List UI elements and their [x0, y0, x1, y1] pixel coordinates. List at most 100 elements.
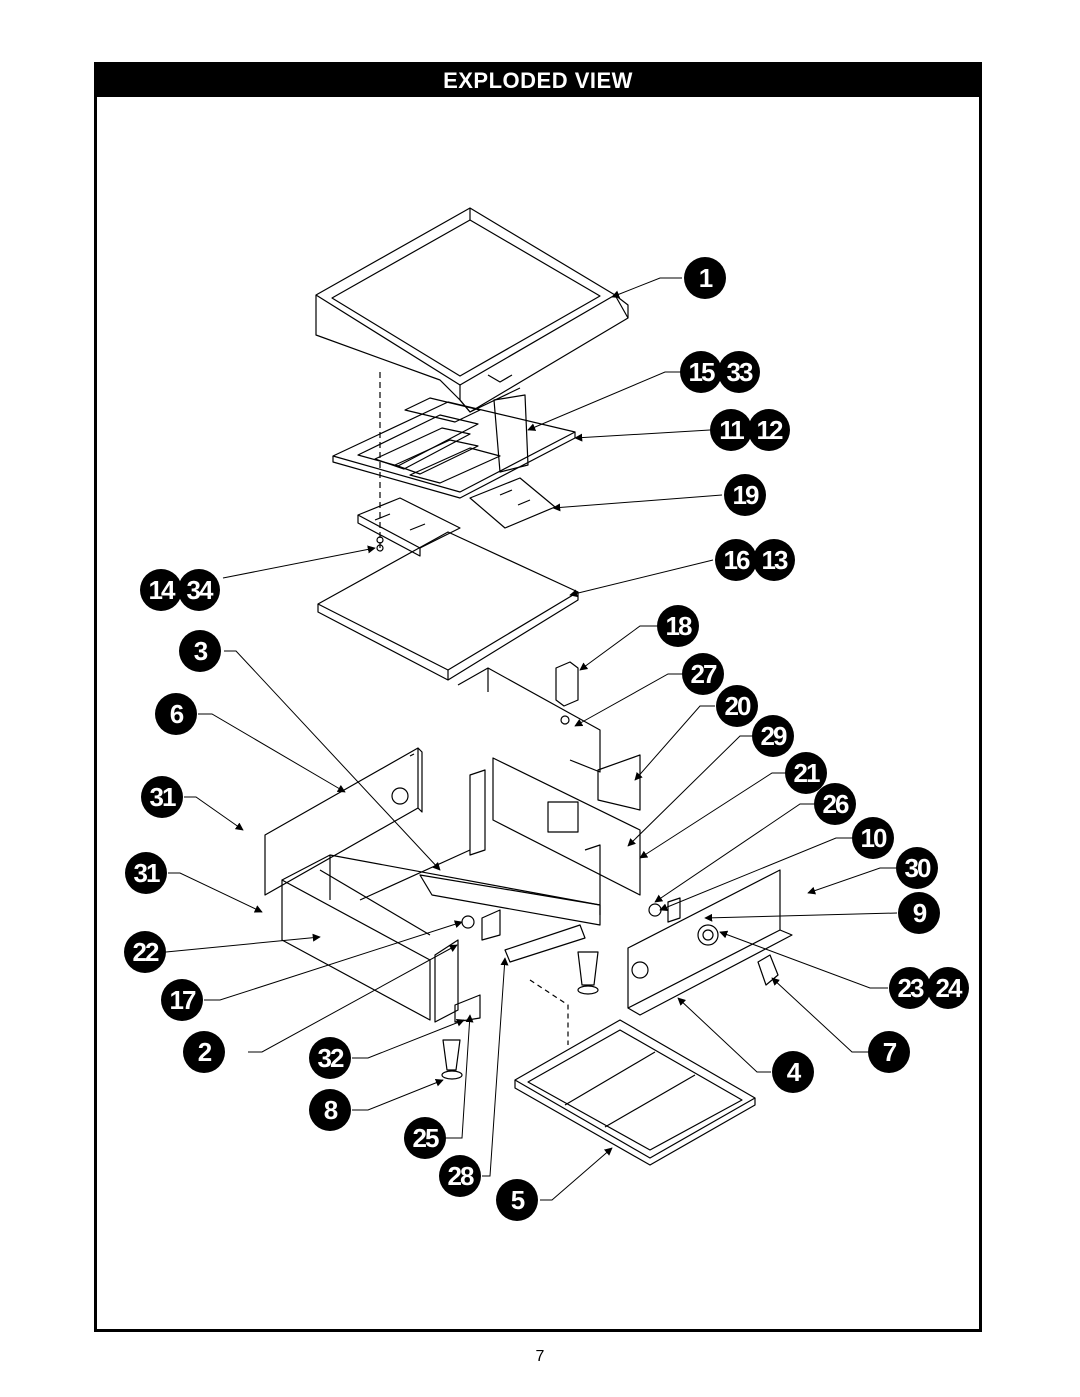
page-number: 7 — [535, 1348, 545, 1365]
callout-c21: 23 24 — [889, 967, 969, 1009]
cabinet-frame-part — [281, 757, 681, 1023]
title-bar: EXPLODED VIEW — [97, 65, 979, 97]
callout-number: 25 — [413, 1123, 439, 1153]
callout-c7: 3 — [179, 630, 221, 672]
callout-c29: 28 — [439, 1155, 481, 1197]
callout-bubble — [772, 1051, 814, 1093]
callout-number: 23 — [898, 973, 924, 1003]
callout-bubble — [716, 685, 758, 727]
callout-c10: 6 — [155, 693, 197, 735]
callout-c19: 9 — [898, 892, 940, 934]
callout-c24: 7 — [868, 1031, 910, 1073]
callout-number: 14 — [149, 575, 176, 605]
callout-bubble — [868, 1031, 910, 1073]
callout-bubble — [309, 1037, 351, 1079]
callout-number: 27 — [691, 659, 717, 689]
callout-number: 18 — [666, 611, 692, 641]
callout-bubble — [125, 852, 167, 894]
callout-bubble — [724, 474, 766, 516]
callout-bubble — [309, 1089, 351, 1131]
callout-bubble — [889, 967, 931, 1009]
callout-bubble — [124, 931, 166, 973]
callout-number: 29 — [761, 721, 787, 751]
heating-element-part — [332, 372, 576, 550]
callout-number: 1 — [699, 263, 713, 293]
callout-number: 26 — [823, 789, 849, 819]
callout-bubble — [748, 409, 790, 451]
callout-bubble — [896, 847, 938, 889]
callout-c13: 31 — [141, 776, 183, 818]
callout-bubble — [718, 351, 760, 393]
control-panel-part — [457, 661, 641, 811]
leader-lines — [165, 277, 898, 1201]
callout-number: 11 — [719, 415, 744, 445]
flat-plate-part — [317, 531, 579, 681]
callout-c27: 8 — [309, 1089, 351, 1131]
callout-number: 2 — [198, 1037, 212, 1067]
callout-bubble — [752, 715, 794, 757]
callout-number: 24 — [936, 973, 963, 1003]
callout-number: 33 — [727, 357, 753, 387]
callout-number: 31 — [134, 858, 160, 888]
callout-number: 16 — [724, 545, 750, 575]
callout-number: 12 — [757, 415, 783, 445]
callout-c18: 30 — [896, 847, 938, 889]
callout-c8: 18 — [657, 605, 699, 647]
callout-c3: 11 12 — [710, 409, 790, 451]
callout-c28: 25 — [404, 1117, 446, 1159]
callout-number: 10 — [861, 823, 887, 853]
callout-c16: 10 — [852, 817, 894, 859]
callout-number: 8 — [324, 1095, 338, 1125]
callout-c17: 31 — [125, 852, 167, 894]
callout-c23: 2 — [183, 1031, 225, 1073]
callout-bubble — [439, 1155, 481, 1197]
callout-number: 32 — [318, 1043, 344, 1073]
knob-part — [757, 954, 779, 986]
callout-number: 20 — [725, 691, 751, 721]
callout-bubble — [814, 783, 856, 825]
right-panel-part — [627, 869, 793, 1016]
callout-c25: 32 — [309, 1037, 351, 1079]
callout-bubble — [161, 979, 203, 1021]
callout-bubble — [178, 569, 220, 611]
callout-bubble — [715, 539, 757, 581]
callout-bubble — [183, 1031, 225, 1073]
callout-bubble — [140, 569, 182, 611]
callout-bubble — [710, 409, 752, 451]
callout-bubble — [404, 1117, 446, 1159]
side-panel-part — [264, 747, 423, 896]
callout-number: 13 — [762, 545, 788, 575]
callout-number: 31 — [150, 782, 176, 812]
callout-number: 21 — [794, 758, 820, 788]
callout-number: 6 — [170, 699, 184, 729]
callout-number: 7 — [883, 1037, 897, 1067]
callout-bubble — [898, 892, 940, 934]
callout-c12: 29 — [752, 715, 794, 757]
callout-c26: 4 — [772, 1051, 814, 1093]
callout-c20: 22 — [124, 931, 166, 973]
callout-bubble — [785, 752, 827, 794]
callout-c14: 21 — [785, 752, 827, 794]
callout-number: 28 — [448, 1161, 474, 1191]
callout-number: 19 — [733, 480, 759, 510]
diagram-frame: EXPLODED VIEW — [94, 62, 982, 1332]
callout-c6: 14 34 — [140, 569, 220, 611]
callout-bubble — [753, 539, 795, 581]
callout-bubble — [155, 693, 197, 735]
callout-bubble — [141, 776, 183, 818]
callout-number: 9 — [913, 898, 927, 928]
callout-c9: 27 — [682, 653, 724, 695]
callout-bubble — [657, 605, 699, 647]
callout-c4: 19 — [724, 474, 766, 516]
callout-bubble — [496, 1179, 538, 1221]
griddle-top-part — [315, 207, 629, 413]
callout-number: 34 — [187, 575, 214, 605]
callout-bubble — [927, 967, 969, 1009]
callout-bubble — [682, 653, 724, 695]
drip-tray-part — [514, 979, 756, 1166]
callout-number: 5 — [511, 1185, 525, 1215]
callout-bubble — [684, 257, 726, 299]
leg-part — [441, 951, 599, 1080]
callout-number: 3 — [194, 636, 208, 666]
